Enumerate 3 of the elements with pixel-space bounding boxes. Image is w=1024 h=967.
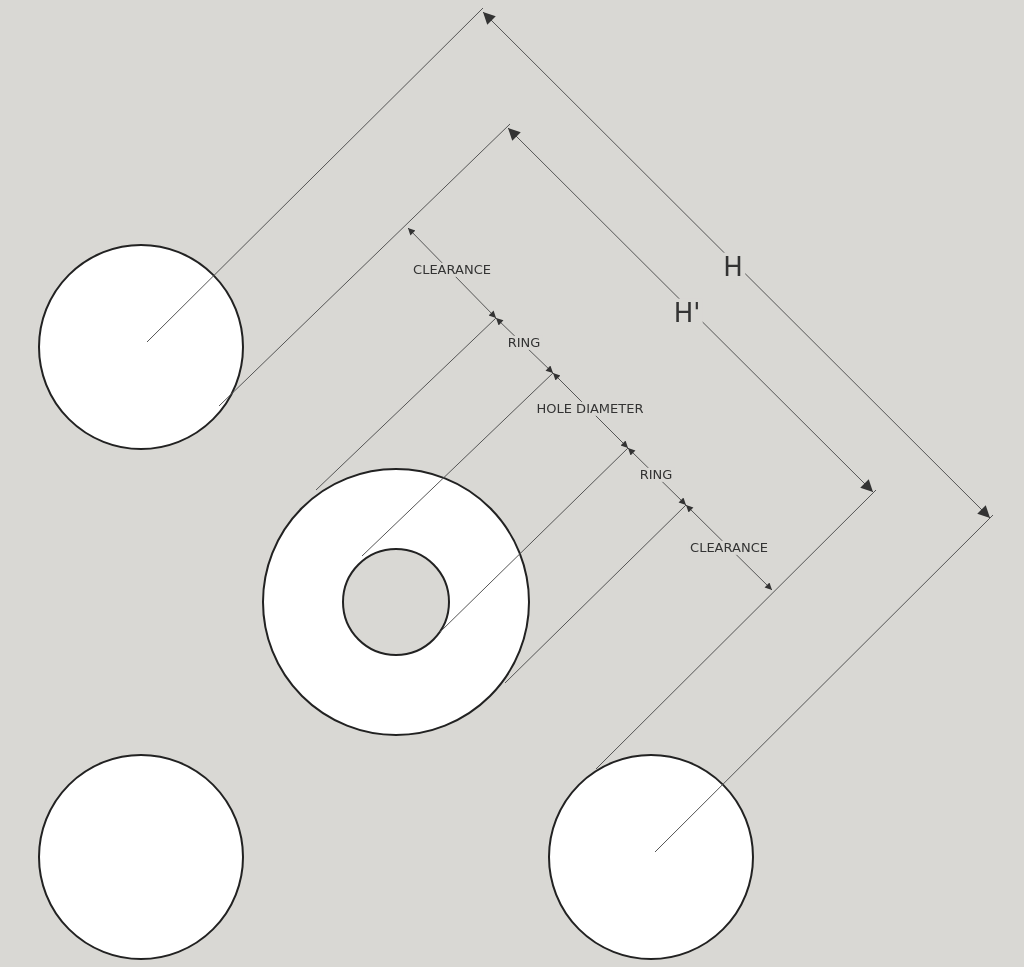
dimension-label: CLEARANCE [411,262,493,278]
dimension-label: HOLE DIAMETER [534,401,646,417]
dimension-label: CLEARANCE [688,540,770,556]
